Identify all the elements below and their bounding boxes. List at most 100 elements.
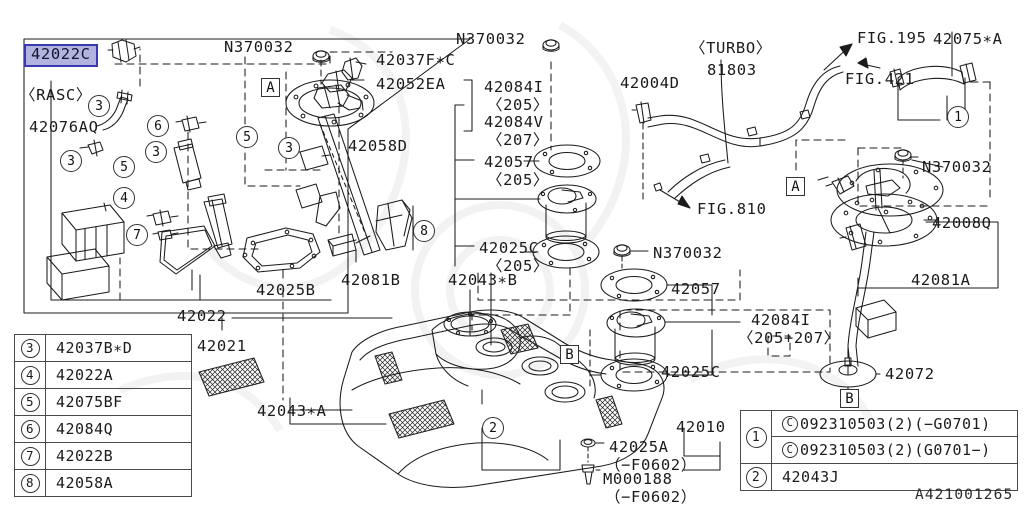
legend-left-row: 3 42037B∗D bbox=[15, 335, 191, 362]
callout-42037fc: 42037F∗C bbox=[376, 51, 456, 69]
callout-42081b: 42081B bbox=[341, 271, 401, 289]
callout-42025a: 42025A bbox=[609, 438, 669, 456]
legend-left-number: 8 bbox=[15, 470, 46, 496]
callout-n370032-top-left: N370032 bbox=[224, 38, 294, 56]
callout-42084v-207: 42084V bbox=[484, 113, 544, 131]
group-tag-rasc: 〈RASC〉 bbox=[20, 86, 92, 104]
callout-turbo-tag: 〈TURBO〉 bbox=[690, 39, 772, 57]
balloon-b7: 7 bbox=[126, 224, 148, 246]
legend-right-part-text: 092310503(2)(−G0701) bbox=[800, 414, 991, 433]
callout-81803: 81803 bbox=[707, 61, 757, 79]
ref-box-ref-b-low: B bbox=[840, 389, 859, 408]
balloon-icon: 7 bbox=[20, 446, 40, 466]
callout-42076aq: 42076AQ bbox=[29, 118, 99, 136]
balloon-icon: 6 bbox=[20, 419, 40, 439]
highlighted-part-text: 42022C bbox=[31, 45, 91, 63]
legend-left-row: 6 42084Q bbox=[15, 416, 191, 443]
callout-42084i-205-207: 42084I bbox=[751, 311, 811, 329]
legend-left-part: 42022A bbox=[56, 366, 114, 384]
callout-42025a-sub: （−F0602） bbox=[605, 456, 697, 474]
callout-42084v-207-sub: 〈207〉 bbox=[487, 131, 549, 149]
callout-fig810: FIG.810 bbox=[697, 200, 767, 218]
callout-42022: 42022 bbox=[177, 307, 227, 325]
balloon-b5-a: 5 bbox=[113, 156, 135, 178]
callout-42057-205-sub: 〈205〉 bbox=[487, 171, 549, 189]
legend-right-number: 1 bbox=[741, 411, 772, 463]
callout-42081a: 42081A bbox=[911, 271, 971, 289]
callout-42052ea: 42052EA bbox=[376, 75, 446, 93]
balloon-b6: 6 bbox=[147, 115, 169, 137]
callout-42057-205: 42057 bbox=[484, 153, 534, 171]
balloon-b3-a: 3 bbox=[88, 95, 110, 117]
legend-left-row: 7 42022B bbox=[15, 443, 191, 470]
callout-42072: 42072 bbox=[885, 365, 935, 383]
callout-42075a: 42075∗A bbox=[933, 30, 1003, 48]
legend-right-number: 2 bbox=[741, 464, 772, 490]
ref-box-ref-a-right: A bbox=[786, 177, 805, 196]
legend-left-number: 7 bbox=[15, 443, 46, 469]
callout-42043a: 42043∗A bbox=[257, 402, 327, 420]
legend-left-part: 42084Q bbox=[56, 420, 114, 438]
legend-left-number: 3 bbox=[15, 335, 46, 361]
legend-right-part: 42043J bbox=[772, 464, 1017, 490]
balloon-b8: 8 bbox=[413, 220, 435, 242]
balloon-icon: 5 bbox=[20, 392, 40, 412]
legend-left-part: 42075BF bbox=[56, 393, 123, 411]
callout-42057: 42057 bbox=[671, 280, 721, 298]
balloon-b3-b: 3 bbox=[145, 141, 167, 163]
callout-42084i-205: 42084I bbox=[484, 78, 544, 96]
legend-left-row: 5 42075BF bbox=[15, 389, 191, 416]
balloon-b3-c: 3 bbox=[60, 150, 82, 172]
legend-left-part: 42037B∗D bbox=[56, 339, 133, 357]
callout-42025c-205-sub: 〈205〉 bbox=[487, 257, 549, 275]
callout-42008q: 42008Q bbox=[932, 214, 992, 232]
callout-n370032-right: N370032 bbox=[922, 158, 992, 176]
balloon-icon: 4 bbox=[20, 365, 40, 385]
callout-42058d: 42058D bbox=[348, 137, 408, 155]
callout-42010: 42010 bbox=[676, 418, 726, 436]
c-mark-icon: C bbox=[782, 442, 798, 458]
callout-m000188-sub: （−F0602） bbox=[605, 488, 697, 506]
legend-left-part: 42022B bbox=[56, 447, 114, 465]
callout-42025b: 42025B bbox=[256, 281, 316, 299]
c-mark-icon: C bbox=[782, 415, 798, 432]
balloon-icon: 1 bbox=[745, 426, 767, 448]
legend-left-part: 42058A bbox=[56, 474, 114, 492]
drawing-number: A421001265 bbox=[915, 487, 1014, 503]
callout-42021: 42021 bbox=[197, 337, 247, 355]
highlighted-part-label[interactable]: 42022C bbox=[24, 44, 98, 67]
ref-box-ref-b-mid: B bbox=[560, 345, 579, 364]
legend-left-number: 4 bbox=[15, 362, 46, 388]
balloon-b5-b: 5 bbox=[236, 126, 258, 148]
balloon-icon: 8 bbox=[20, 473, 40, 493]
balloon-b4: 4 bbox=[113, 187, 135, 209]
callout-42004d: 42004D bbox=[620, 74, 680, 92]
callout-fig421: FIG.421 bbox=[845, 70, 915, 88]
callout-42025c-205: 42025C bbox=[479, 239, 539, 257]
ref-box-ref-a-left: A bbox=[261, 78, 280, 97]
callout-n370032-top-mid: N370032 bbox=[456, 30, 526, 48]
callout-m000188: M000188 bbox=[603, 470, 673, 488]
legend-right-part-text: 092310503(2)(G0701−) bbox=[800, 441, 991, 459]
balloon-b3-d: 3 bbox=[278, 137, 300, 159]
legend-left-number: 6 bbox=[15, 416, 46, 442]
balloon-b2: 2 bbox=[482, 417, 504, 439]
callout-fig195: FIG.195 bbox=[857, 29, 927, 47]
callout-n370032-center: N370032 bbox=[653, 244, 723, 262]
callout-42025c: 42025C bbox=[661, 363, 721, 381]
legend-right-values: 42043J bbox=[772, 464, 1017, 490]
balloon-icon: 3 bbox=[20, 338, 40, 358]
balloon-b1: 1 bbox=[947, 106, 969, 128]
callout-42043b: 42043∗B bbox=[448, 271, 518, 289]
callout-42084i-sub: 〈205+207〉 bbox=[738, 329, 840, 347]
legend-left-row: 8 42058A bbox=[15, 470, 191, 496]
callout-42084i-205-sub: 〈205〉 bbox=[487, 96, 549, 114]
